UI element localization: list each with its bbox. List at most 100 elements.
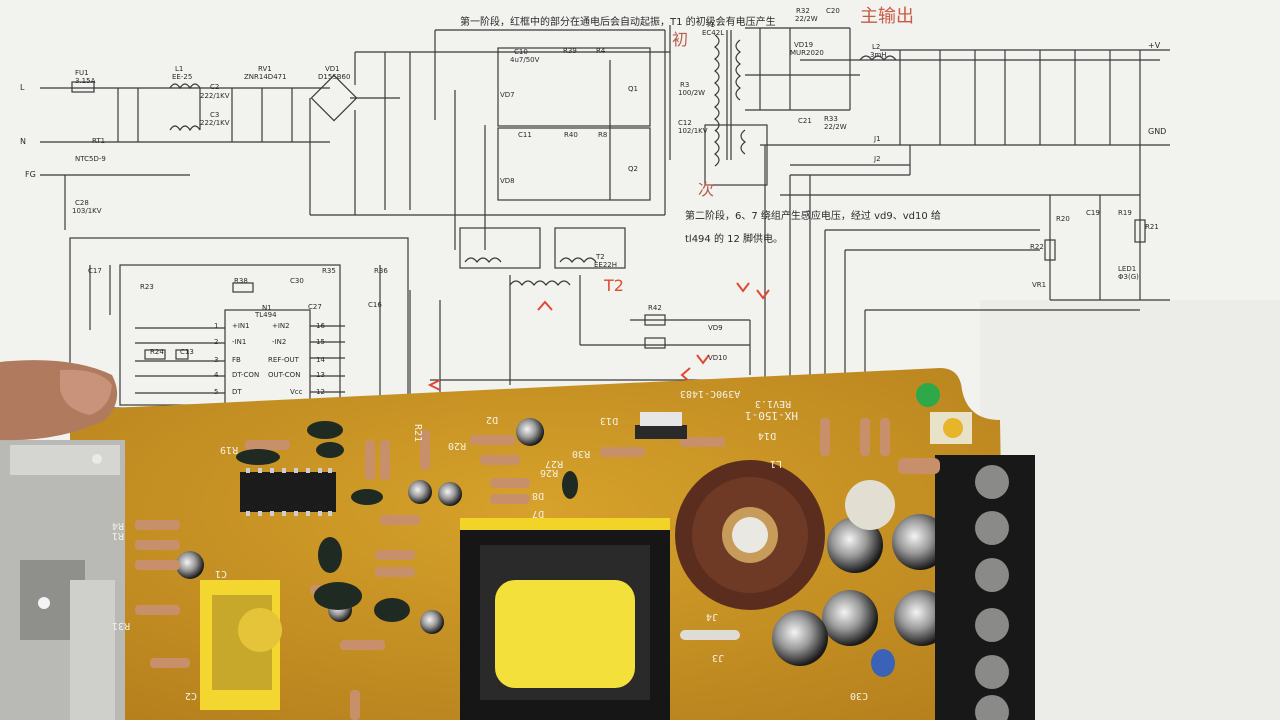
pcb-label-l1: L1 — [770, 458, 783, 469]
c28-value: 103/1KV — [72, 207, 102, 215]
c12-label: C12 — [678, 119, 692, 127]
r32-label: R32 — [796, 7, 810, 15]
c11-label: C11 — [518, 131, 532, 139]
pcb-label-r4: R4 — [112, 520, 125, 531]
pcb-part-no: A390C-1483 — [680, 388, 741, 399]
ic-pin-num-5: 5 — [214, 388, 219, 396]
vd19-label: VD19 — [794, 41, 814, 49]
ic-pin-num-1: 1 — [214, 322, 219, 330]
l2-value: 3mH — [870, 51, 887, 59]
ic-pin-num-2: 2 — [214, 338, 219, 346]
pcb-label-j3: J3 — [712, 652, 725, 663]
r20-label: R20 — [1056, 215, 1070, 223]
rt1-value: NTC5D-9 — [75, 155, 106, 163]
ic-pin-3: FB — [232, 356, 241, 364]
j2-label: J2 — [874, 155, 881, 163]
r38-label: R38 — [234, 277, 248, 285]
r35-label: R35 — [322, 267, 336, 275]
pcb-label-d14: D14 — [758, 430, 777, 441]
c2-label: C2 — [210, 83, 220, 91]
j1-label: J1 — [874, 135, 881, 143]
rv1-value: ZNR14D471 — [244, 73, 287, 81]
c12-value: 102/1KV — [678, 127, 708, 135]
ic-pin-14: REF-OUT — [268, 356, 299, 364]
c10-label: C10 — [514, 48, 528, 56]
c30-label: C30 — [290, 277, 304, 285]
vd1-value: D15SB60 — [318, 73, 351, 81]
stage2-note-line1: 第二阶段，6、7 绕组产生感应电压，经过 vd9、vd10 给 — [685, 211, 941, 222]
ic-pin-num-14: 14 — [316, 356, 325, 364]
vd1-label: VD1 — [325, 65, 340, 73]
r19-label: R19 — [1118, 209, 1132, 217]
pcb-rev: REV1.3 — [755, 398, 792, 409]
ic-pin-num-15: 15 — [316, 338, 325, 346]
vd10-label: VD10 — [708, 354, 728, 362]
pcb-label-r20: R20 — [448, 440, 467, 451]
pcb-label-r26: R26 — [540, 467, 559, 478]
ic-pin-5: DT — [232, 388, 242, 396]
fu1-label: FU1 — [75, 69, 89, 77]
r39-label: R39 — [563, 47, 577, 55]
r36-label: R36 — [374, 267, 388, 275]
ic-pin-1: +IN1 — [232, 322, 250, 330]
led1-label: LED1 — [1118, 265, 1137, 273]
ic-pin-4: DT-CON — [232, 371, 260, 379]
ic-pin-num-12: 12 — [316, 388, 325, 396]
input-l-label: L — [20, 83, 25, 92]
c20-label: C20 — [826, 7, 840, 15]
pcb-label-r21: R21 — [412, 423, 424, 443]
input-fg-label: FG — [25, 170, 36, 179]
handwritten-t2-note: T2 — [604, 276, 624, 295]
pcb-label-r1: R1 — [112, 530, 125, 541]
pcb-label-d7: D7 — [532, 508, 545, 519]
pcb-label-j4: J4 — [706, 611, 719, 622]
vd19-value: MUR2020 — [790, 49, 824, 57]
pcb-label-r30: R30 — [572, 448, 591, 459]
c16-label: C16 — [368, 301, 382, 309]
r40-label: R40 — [564, 131, 578, 139]
t2-value: EE22H — [594, 261, 618, 269]
vd9-label: VD9 — [708, 324, 723, 332]
handwritten-output-note: 主输出 — [860, 6, 914, 27]
pcb-label-c2: C2 — [185, 690, 198, 701]
c27-label: C27 — [308, 303, 322, 311]
ic-pin-2: -IN1 — [232, 338, 247, 346]
r33-label: R33 — [824, 115, 838, 123]
r4-label: R4 — [596, 47, 606, 55]
stage2-note-line2: tl494 的 12 脚供电。 — [685, 234, 784, 245]
r6-value: 100/2W — [678, 89, 706, 97]
n1-value: TL494 — [255, 311, 277, 319]
fu1-value: 3.15A — [75, 77, 96, 85]
led1-value: Φ3(G) — [1118, 273, 1139, 281]
c3-label: C3 — [210, 111, 220, 119]
pcb-label-d8: D8 — [532, 490, 545, 501]
t1-value: EC42L — [702, 29, 725, 37]
ic-pin-num-3: 3 — [214, 356, 219, 364]
pcb-label-c30: C30 — [850, 690, 869, 701]
pcb-label-r19: R19 — [220, 444, 239, 455]
rt1-label: RT1 — [92, 137, 106, 145]
output-gnd-label: GND — [1148, 127, 1167, 136]
t2-label: T2 — [596, 253, 605, 261]
pcb-model: HX-150-1 — [745, 409, 798, 422]
pcb-label-c1: C1 — [215, 568, 228, 579]
t1-label: T1 — [706, 21, 715, 29]
output-plus-label: +V — [1148, 41, 1161, 50]
r24-label: R24 — [150, 348, 164, 356]
ic-pin-16: +IN2 — [272, 322, 290, 330]
c21-label: C21 — [798, 117, 812, 125]
handwritten-secondary-note: 次 — [698, 180, 715, 199]
ic-pin-num-16: 16 — [316, 322, 325, 330]
q2-label: Q2 — [628, 165, 638, 173]
ic-pin-num-13: 13 — [316, 371, 325, 379]
r22-label: R22 — [1030, 243, 1044, 251]
l1-value: EE-25 — [172, 73, 193, 81]
r6-label: R3 — [680, 81, 690, 89]
r23-label: R23 — [140, 283, 154, 291]
vr1-label: VR1 — [1032, 281, 1047, 289]
q1-label: Q1 — [628, 85, 638, 93]
r42-label: R42 — [648, 304, 662, 312]
c13-label: C13 — [180, 348, 194, 356]
pcb-label-d2: D2 — [486, 414, 499, 425]
